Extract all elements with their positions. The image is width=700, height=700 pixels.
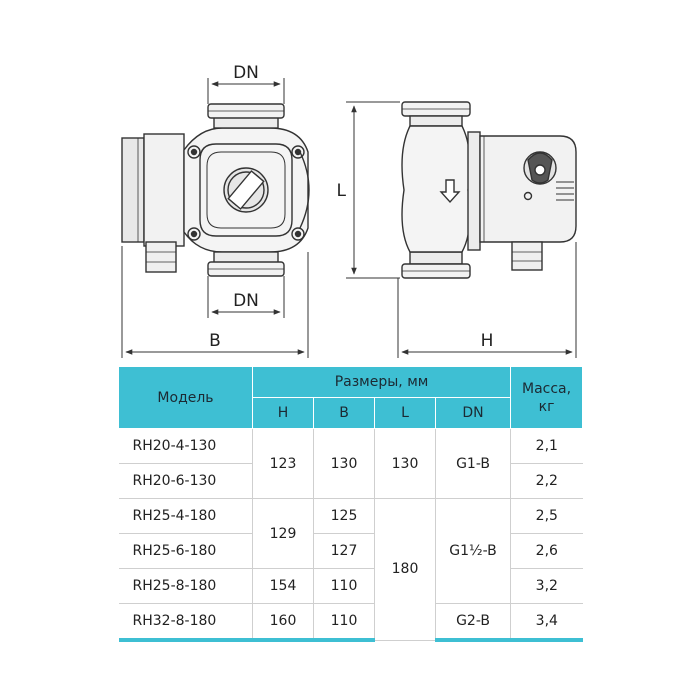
cell-model: RH20-4-130 — [118, 428, 253, 464]
cell-h: 160 — [252, 603, 314, 642]
cell-model: RH25-4-180 — [118, 498, 253, 534]
dn-bottom-label: DN — [233, 291, 259, 311]
cell-l: 130 — [374, 428, 436, 499]
table-row: RH25-8-180 154 110 3,2 — [118, 568, 583, 604]
header-model: Модель — [118, 366, 253, 429]
header-dn: DN — [434, 397, 512, 429]
specifications-table: Модель Размеры, мм Масса, кг H B L DN RH… — [118, 366, 584, 642]
cell-l: 180 — [374, 498, 436, 641]
cell-h: 154 — [252, 568, 314, 604]
header-mass: Масса, кг — [510, 366, 584, 429]
pump-drawings: DN DN B — [121, 63, 577, 358]
header-l: L — [374, 397, 436, 429]
cell-model: RH32-8-180 — [118, 603, 253, 642]
side-dimension-lines — [346, 101, 577, 358]
header-b: B — [313, 397, 375, 429]
table-row: RH32-8-180 160 110 G2-B 3,4 — [118, 603, 583, 642]
header-mass-line2: кг — [538, 398, 555, 415]
l-dimension-label: L — [337, 181, 347, 201]
dn-top-label: DN — [233, 63, 259, 83]
b-dimension-label: B — [209, 331, 221, 351]
cell-dn: G1-B — [434, 428, 512, 499]
front-dimension-lines — [121, 78, 309, 358]
pump-side-view — [401, 101, 577, 279]
cell-b: 125 — [313, 498, 375, 534]
cell-h: 123 — [252, 428, 314, 499]
cell-h: 129 — [252, 498, 314, 569]
cell-model: RH20-6-130 — [118, 463, 253, 499]
cell-b: 127 — [313, 533, 375, 569]
cell-b: 110 — [313, 603, 375, 642]
header-dimensions: Размеры, мм — [251, 366, 512, 398]
table-row: RH20-6-130 2,2 — [118, 463, 583, 499]
h-dimension-label: H — [481, 331, 494, 351]
cell-mass: 2,6 — [510, 533, 583, 569]
table-row: RH20-4-130 123 130 130 G1-B 2,1 — [118, 428, 583, 499]
header-h: H — [252, 397, 314, 429]
cell-mass: 3,2 — [510, 568, 583, 604]
cell-mass: 3,4 — [510, 603, 583, 642]
cell-model: RH25-8-180 — [118, 568, 253, 604]
cell-dn: G1½-B — [434, 498, 512, 604]
cell-mass: 2,1 — [510, 428, 583, 464]
pump-front-view — [121, 103, 310, 277]
cell-b: 130 — [313, 428, 375, 499]
table-row: RH25-6-180 127 2,6 — [118, 533, 583, 569]
cell-dn: G2-B — [434, 603, 512, 642]
table-row: RH25-4-180 129 125 180 G1½-B 2,5 — [118, 498, 583, 641]
table-header-row: Модель Размеры, мм Масса, кг — [118, 366, 584, 429]
cell-mass: 2,2 — [510, 463, 583, 499]
cell-b: 110 — [313, 568, 375, 604]
table-subheader-row: H B L DN — [119, 397, 583, 429]
cell-mass: 2,5 — [510, 498, 583, 534]
header-mass-line1: Масса, — [522, 380, 572, 397]
cell-model: RH25-6-180 — [118, 533, 253, 569]
